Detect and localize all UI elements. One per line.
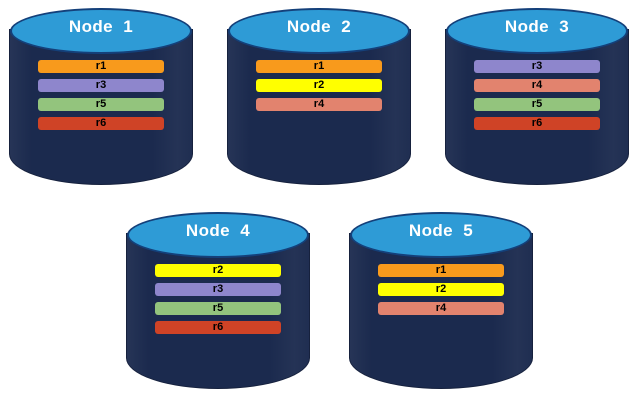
record-bar-r1[interactable]: r1 (38, 60, 164, 73)
database-node-4[interactable]: Node 4 r2 r3 r5 r6 (127, 212, 309, 388)
database-node-2[interactable]: Node 2 r1 r2 r4 (228, 8, 410, 184)
record-bar-r2[interactable]: r2 (256, 79, 382, 92)
record-list: r1 r2 r4 (256, 60, 382, 111)
record-bar-r4[interactable]: r4 (256, 98, 382, 111)
node-label: Node 5 (408, 221, 474, 240)
record-bar-r3[interactable]: r3 (474, 60, 600, 73)
node-label: Node 4 (185, 221, 251, 240)
record-list: r1 r3 r5 r6 (38, 60, 164, 130)
record-bar-r4[interactable]: r4 (378, 302, 504, 315)
cylinder-top-ellipse (127, 212, 309, 258)
record-bar-r4[interactable]: r4 (474, 79, 600, 92)
cylinder-top-ellipse (10, 8, 192, 54)
cylinder-top-ellipse (228, 8, 410, 54)
cylinder-top-ellipse (350, 212, 532, 258)
node-label: Node 2 (286, 17, 352, 36)
record-bar-r6[interactable]: r6 (38, 117, 164, 130)
record-list: r2 r3 r5 r6 (155, 264, 281, 334)
record-bar-r5[interactable]: r5 (38, 98, 164, 111)
node-label: Node 3 (504, 17, 570, 36)
database-node-1[interactable]: Node 1 r1 r3 r5 r6 (10, 8, 192, 184)
record-bar-r3[interactable]: r3 (155, 283, 281, 296)
record-list: r1 r2 r4 (378, 264, 504, 315)
record-bar-r6[interactable]: r6 (474, 117, 600, 130)
record-bar-r6[interactable]: r6 (155, 321, 281, 334)
database-node-3[interactable]: Node 3 r3 r4 r5 r6 (446, 8, 628, 184)
record-bar-r2[interactable]: r2 (378, 283, 504, 296)
record-bar-r5[interactable]: r5 (155, 302, 281, 315)
database-node-5[interactable]: Node 5 r1 r2 r4 (350, 212, 532, 388)
node-label: Node 1 (68, 17, 134, 36)
record-bar-r1[interactable]: r1 (378, 264, 504, 277)
record-bar-r5[interactable]: r5 (474, 98, 600, 111)
record-bar-r3[interactable]: r3 (38, 79, 164, 92)
record-bar-r1[interactable]: r1 (256, 60, 382, 73)
record-bar-r2[interactable]: r2 (155, 264, 281, 277)
record-list: r3 r4 r5 r6 (474, 60, 600, 130)
cylinder-top-ellipse (446, 8, 628, 54)
